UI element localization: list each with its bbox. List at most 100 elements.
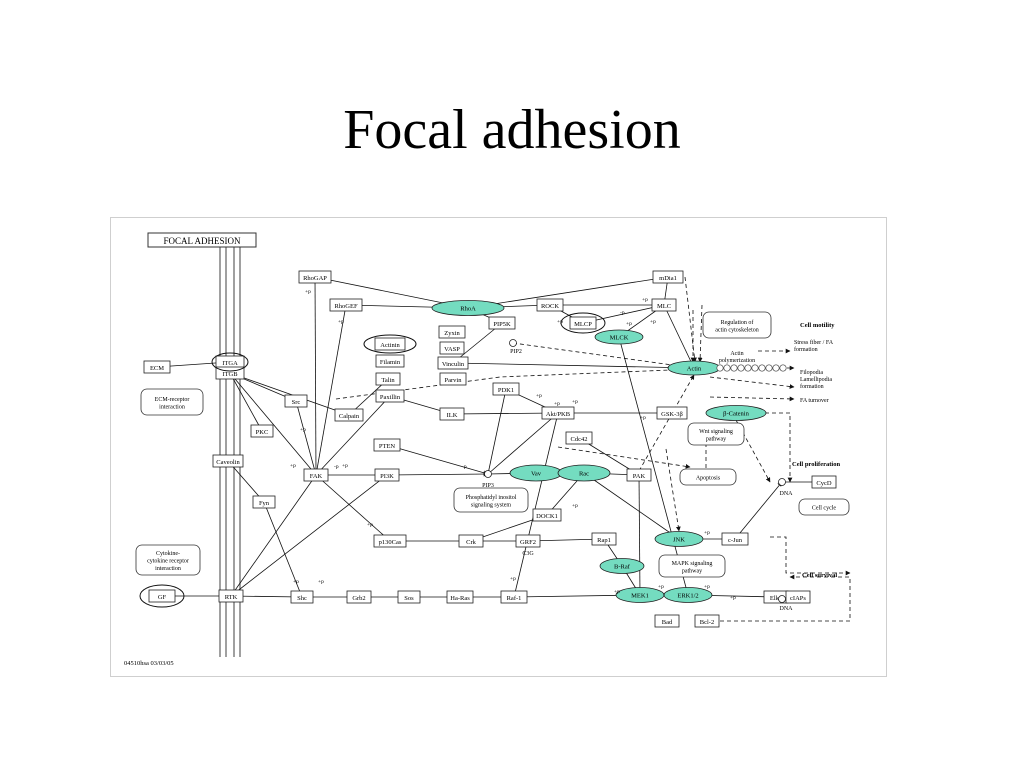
phospho-mark: +p (338, 319, 344, 325)
edge-pak-mek1 (637, 474, 643, 596)
compound-pip2 (509, 339, 517, 347)
node-mlc: MLC (651, 298, 677, 312)
circled-itga (211, 352, 249, 372)
node-grf2: GRF2 (515, 534, 541, 548)
node-rtk-label: RTK (225, 594, 238, 601)
circled-mlcp (560, 312, 606, 334)
rounded-ecm-receptor-line: interaction (159, 404, 185, 410)
node-mlck-label: MLCK (610, 335, 629, 342)
node-caveolin-label: Caveolin (216, 459, 240, 466)
phospho-mark: +p (658, 584, 664, 590)
phospho-mark: +p (572, 503, 578, 509)
node-erk12-label: ERK1/2 (677, 593, 698, 600)
dashed-edge-15 (709, 396, 795, 402)
edge-pip3-pdk1 (487, 388, 508, 475)
node-sos-label: Sos (404, 595, 414, 602)
node-shc-label: Shc (297, 595, 307, 602)
diagram-footer: 04510hsa 03/03/05 (124, 660, 174, 667)
actin-filament-bead (779, 364, 787, 372)
dashed-edge-3 (697, 304, 703, 363)
dashed-edge-14 (709, 376, 795, 389)
node-gf: GF (148, 589, 176, 603)
node-jnk: JNK (654, 531, 704, 547)
node-itga-label: ITGA (222, 360, 238, 367)
edge-mlc-actin (663, 304, 695, 369)
node-pip5k-label: PIP5K (493, 321, 511, 328)
label-pip3: PIP3 (482, 483, 494, 489)
label-stress-fiber: Stress fiber / FA (794, 339, 834, 346)
edge-caveolin-fyn (227, 460, 265, 503)
phospho-mark: +p (650, 319, 656, 325)
edge-rac-jnk (583, 472, 680, 540)
rounded-cytokine-line: cytokine receptor (147, 559, 189, 565)
node-fak: FAK (303, 468, 329, 482)
node-paxillin-label: Paxillin (380, 394, 401, 401)
node-paxillin: Paxillin (375, 389, 405, 403)
edge-vinculin-actin (452, 362, 695, 371)
node-pip5k: PIP5K (488, 316, 516, 330)
diagram-header-text: FOCAL ADHESION (164, 236, 241, 246)
compound-pip3 (484, 470, 492, 478)
label-c3g: C3G (522, 551, 534, 557)
node-raf1-label: Raf-1 (507, 595, 522, 602)
node-pkc: PKC (250, 424, 274, 438)
circled-actinin (363, 334, 417, 354)
node-talin-label: Talin (381, 377, 395, 384)
node-fyn-label: Fyn (259, 500, 270, 507)
edge-pi3k-pip3 (386, 471, 489, 477)
edge-itgb-calpain (229, 372, 350, 416)
dashed-edge-4 (335, 366, 695, 400)
node-pak-label: PAK (633, 473, 646, 480)
node-rap1: Rap1 (591, 532, 617, 546)
edge-grf2-rap1 (527, 536, 605, 542)
node-fyn: Fyn (252, 495, 276, 509)
node-elk1-label: Elk1 (770, 595, 782, 602)
edge-rtk-fak (230, 474, 317, 597)
phospho-mark: +p (642, 297, 648, 303)
rounded-phosphoinositol-line: signaling system (471, 502, 511, 508)
phospho-mark: +p (367, 522, 373, 528)
node-bcatenin: β-Catenin (705, 405, 767, 421)
node-actin: Actin (667, 360, 721, 376)
edge-pip3-aktpkb (487, 412, 559, 475)
node-itga: ITGA (215, 355, 245, 369)
edge-itgb-pkc (229, 372, 263, 432)
label-actin-polymerization: polymerization (719, 358, 755, 364)
cell-membrane (219, 237, 241, 657)
edge-ilk-aktpkb (451, 410, 559, 416)
phospho-mark: +p (293, 579, 299, 585)
node-mlck: MLCK (594, 329, 644, 345)
label-cell-proliferation: Cell proliferation (792, 461, 840, 468)
actin-filament-bead (730, 364, 738, 372)
node-haras-label: Ha-Ras (450, 595, 470, 602)
node-gf-label: GF (158, 594, 167, 601)
node-crk-label: Crk (466, 539, 477, 546)
node-calpain-label: Calpain (339, 413, 360, 420)
edge-pip5k-vinculin (452, 322, 503, 364)
node-mdia1-label: mDia1 (659, 275, 677, 282)
node-gsk3b: GSK-3β (656, 406, 688, 420)
node-cdc42: Cdc42 (565, 431, 593, 445)
rounded-reg-actin-line: Regulation of (721, 319, 754, 326)
node-grb2-label: Grb2 (352, 595, 365, 602)
rounded-wnt-line: pathway (706, 436, 726, 442)
pathway-nodes: ECMITGAITGBCaveolinRhoGAPRhoGEFActininFi… (135, 270, 850, 628)
phospho-mark: +p (318, 579, 324, 585)
label-fa-turnover: FA turnover (800, 398, 829, 404)
node-gsk3b-label: GSK-3β (661, 411, 683, 418)
dephospho-mark: -p (462, 464, 467, 470)
actin-filament-bead (772, 364, 780, 372)
node-vinculin: Vinculin (437, 356, 469, 370)
rounded-ecm-receptor-line: ECM-receptor (155, 397, 190, 403)
node-raf1: Raf-1 (500, 590, 528, 604)
dashed-edge-0 (512, 342, 695, 370)
node-pten-label: PTEN (379, 443, 396, 450)
node-vinculin-label: Vinculin (442, 361, 465, 368)
node-mek1: MEK1 (615, 587, 665, 603)
actin-filament-bead (758, 364, 766, 372)
compound-dna1 (778, 478, 786, 486)
node-rock: ROCK (536, 298, 564, 312)
node-braf-label: B-Raf (614, 564, 631, 571)
